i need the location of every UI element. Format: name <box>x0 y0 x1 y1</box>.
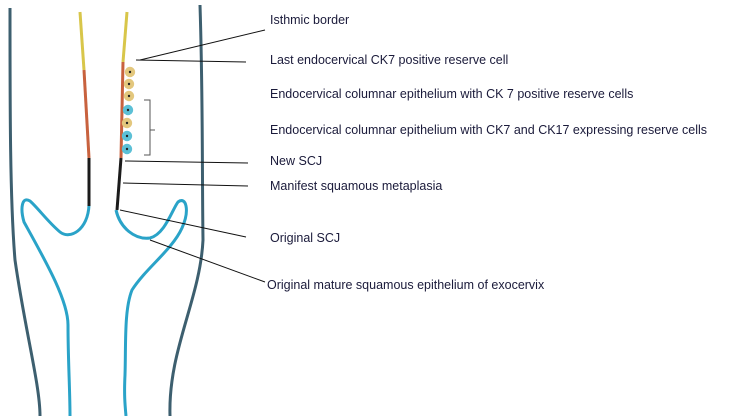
label-last-ck7-cell: Last endocervical CK7 positive reserve c… <box>270 53 509 67</box>
outer-wall-right <box>168 4 205 416</box>
label-ck7-ck17-reserve-cells: Endocervical columnar epithelium with CK… <box>270 123 708 137</box>
outer-wall-left <box>8 7 42 416</box>
leader-isthmic-border <box>139 29 266 61</box>
isthmus-right <box>121 11 129 63</box>
label-original-scj: Original SCJ <box>270 231 341 245</box>
ck7-reserve-cell <box>121 117 133 129</box>
label-original-squamous: Original mature squamous epithelium of e… <box>267 278 545 292</box>
leader-original-scj <box>119 209 247 238</box>
label-ck7-reserve-cells: Endocervical columnar epithelium with CK… <box>270 87 634 101</box>
ck7-reserve-cell <box>123 78 135 90</box>
ck17-reserve-cell <box>122 104 134 116</box>
ck7-reserve-cell <box>123 90 135 102</box>
isthmus-left <box>78 11 86 71</box>
ck7-reserve-cell <box>124 66 136 78</box>
squamous-epithelium-left <box>20 198 91 416</box>
label-new-scj: New SCJ <box>270 154 323 168</box>
columnar-epithelium-left <box>82 69 91 159</box>
label-manifest-metaplasia: Manifest squamous metaplasia <box>270 179 443 193</box>
metaplasia-right <box>115 157 123 211</box>
label-isthmic-border: Isthmic border <box>270 13 350 27</box>
leader-new-scj <box>124 160 249 164</box>
columnar-epithelium-right <box>119 61 125 159</box>
leader-original-squamous <box>149 239 266 283</box>
leader-metaplasia <box>122 182 249 187</box>
bracket-upper <box>144 99 151 156</box>
leader-last-ck7-cell <box>135 59 247 63</box>
ck17-reserve-cell <box>121 143 133 155</box>
ck17-reserve-cell <box>121 130 133 142</box>
squamous-epithelium-right <box>114 199 188 416</box>
